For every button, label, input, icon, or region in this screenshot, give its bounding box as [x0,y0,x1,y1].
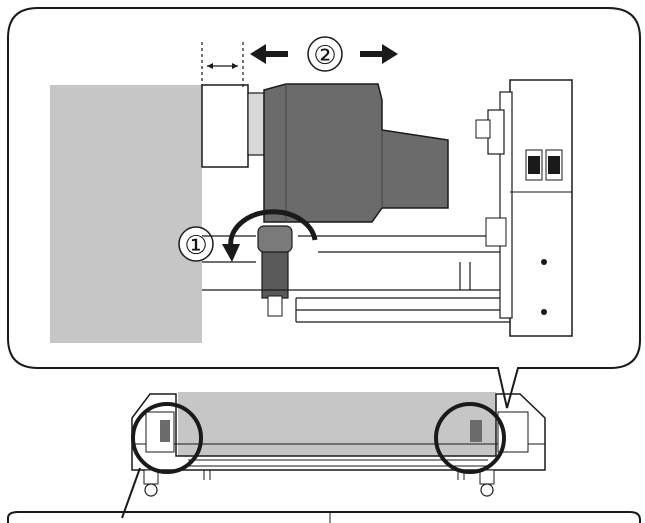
highlight-circle-left [131,402,203,474]
next-callout-panel [7,511,641,523]
lock-knob [257,225,293,253]
guide-rail [202,235,515,323]
step-2-badge [307,36,343,72]
arrow-right-icon [360,44,398,64]
roll-core-shaft [247,92,265,156]
roll-core-flange [201,84,249,168]
callout-leader-line [121,467,141,519]
counterclockwise-rotation-arrow-icon [222,209,318,262]
media-roll [50,85,202,343]
media-holder [263,83,449,223]
printer-overview [131,392,546,497]
step-1-label: ① [184,231,207,261]
step-2-label: ② [313,41,336,71]
printer-side-frame [475,79,573,337]
lock-lever-foot [267,295,283,317]
double-headed-arrow-icon [207,63,238,69]
overview-media [178,392,496,456]
arrow-left-icon [250,44,288,64]
highlight-circle-right [434,402,506,474]
